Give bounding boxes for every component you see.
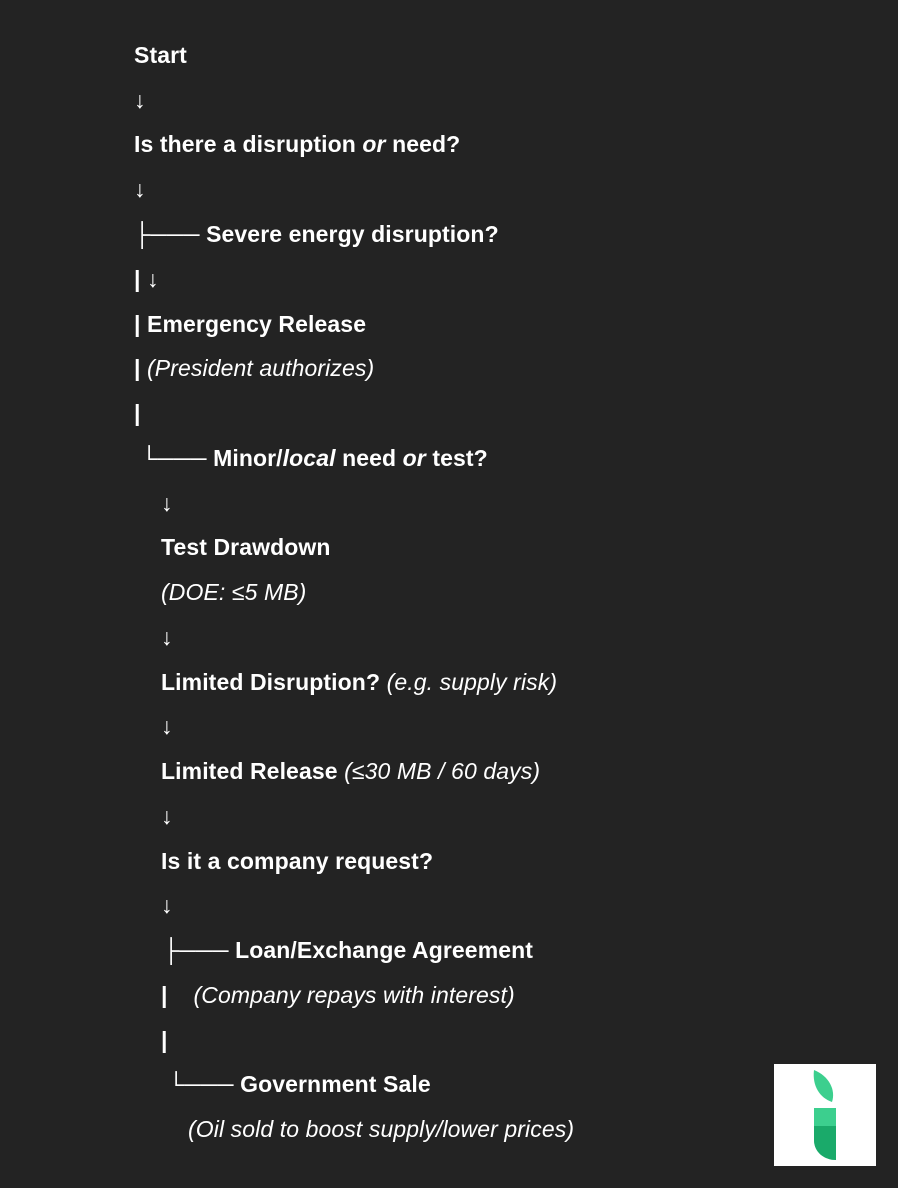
question-disruption: Is there a disruption or need? <box>134 129 460 159</box>
arrow-down: ↓ <box>161 803 173 829</box>
pipe-prefix: | <box>161 982 194 1008</box>
question-text: Is there a disruption <box>134 131 363 157</box>
loan-exchange-label: Loan/Exchange Agreement <box>235 937 534 963</box>
branch-minor: └─── Minor/local need or test? <box>141 443 488 473</box>
minor-text-end: test? <box>425 445 488 471</box>
doe-note: (DOE: ≤5 MB) <box>161 579 307 605</box>
severe-disruption-label: Severe energy disruption? <box>206 221 499 247</box>
emergency-release-label: Emergency Release <box>147 311 367 337</box>
government-sale-label: Government Sale <box>240 1071 431 1097</box>
arrow-down: ↓ <box>134 87 146 113</box>
start-label: Start <box>134 42 187 68</box>
loan-note-row: | (Company repays with interest) <box>161 980 515 1010</box>
branch-connector: ├─── <box>134 221 207 247</box>
branch-connector: └─── <box>168 1071 241 1097</box>
loan-note: (Company repays with interest) <box>193 982 515 1008</box>
brand-logo <box>774 1064 876 1166</box>
limited-release-note: (≤30 MB / 60 days) <box>337 758 541 784</box>
sale-note: (Oil sold to boost supply/lower prices) <box>188 1116 575 1142</box>
branch-severe: ├─── Severe energy disruption? <box>134 219 499 249</box>
branch-connector: ├─── <box>163 937 236 963</box>
arrow-down: ↓ <box>161 490 173 516</box>
pipe-arrow: | ↓ <box>134 266 159 292</box>
company-request-question: Is it a company request? <box>161 848 434 874</box>
arrow-down: ↓ <box>161 624 173 650</box>
limited-release-row: Limited Release (≤30 MB / 60 days) <box>161 756 540 786</box>
pipe-line: | <box>134 400 141 426</box>
green-i-logo-icon <box>813 1070 836 1160</box>
president-note: (President authorizes) <box>147 355 375 381</box>
test-drawdown-label: Test Drawdown <box>161 534 331 560</box>
president-row: | (President authorizes) <box>134 353 374 383</box>
pipe-prefix: | <box>134 311 148 337</box>
arrow-down: ↓ <box>134 176 146 202</box>
arrow-down: ↓ <box>161 892 173 918</box>
question-or: or <box>362 131 386 157</box>
minor-or: or <box>402 445 426 471</box>
limited-release-label: Limited Release <box>161 758 338 784</box>
pipe-prefix: | <box>134 355 148 381</box>
question-text-end: need? <box>385 131 461 157</box>
limited-disruption-note: (e.g. supply risk) <box>380 669 558 695</box>
minor-text-mid: need <box>335 445 403 471</box>
branch-connector: └─── <box>141 445 214 471</box>
minor-text: Minor/ <box>213 445 283 471</box>
arrow-down: ↓ <box>161 713 173 739</box>
branch-loan: ├─── Loan/Exchange Agreement <box>163 935 533 965</box>
emergency-release-row: | Emergency Release <box>134 309 366 339</box>
minor-local: local <box>282 445 336 471</box>
pipe-line: | <box>161 1027 168 1053</box>
branch-sale: └─── Government Sale <box>168 1069 431 1099</box>
limited-disruption-row: Limited Disruption? (e.g. supply risk) <box>161 667 557 697</box>
limited-disruption-label: Limited Disruption? <box>161 669 381 695</box>
